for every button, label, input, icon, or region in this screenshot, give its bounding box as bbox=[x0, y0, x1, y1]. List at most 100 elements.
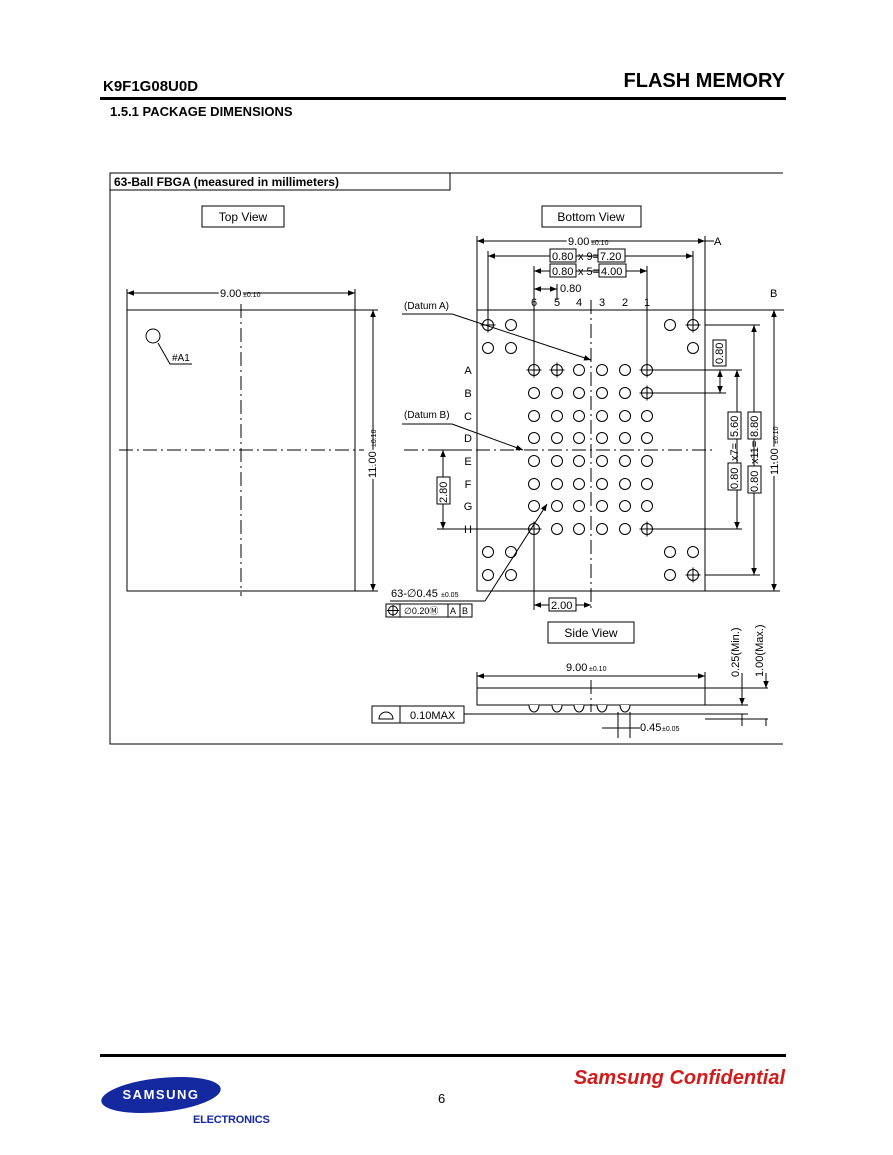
solder-ball bbox=[641, 478, 653, 490]
figure-frame bbox=[109, 172, 783, 745]
dim-720-value: 7.20 bbox=[600, 251, 621, 263]
standoff-min: 0.25(Min.) bbox=[730, 627, 742, 677]
solder-ball bbox=[573, 478, 585, 490]
solder-ball bbox=[573, 364, 585, 376]
bottom-height-value: 11.00 bbox=[769, 448, 781, 475]
x9-text: x 9= bbox=[578, 251, 599, 263]
ball-row-label: D bbox=[464, 433, 472, 445]
solder-ball bbox=[505, 569, 517, 581]
top-width-tol: ±0.10 bbox=[243, 292, 261, 299]
solder-ball bbox=[596, 523, 608, 535]
datum-a-label: (Datum A) bbox=[404, 301, 449, 312]
side-width-tol: ±0.10 bbox=[589, 666, 607, 673]
side-view-label-box bbox=[547, 621, 635, 644]
solder-ball bbox=[482, 342, 494, 354]
footer-rule bbox=[100, 1054, 786, 1057]
solder-ball bbox=[596, 432, 608, 444]
solder-ball bbox=[482, 569, 494, 581]
section-title: 1.5.1 PACKAGE DIMENSIONS bbox=[110, 104, 293, 119]
pitch-x11-value: 0.80 bbox=[749, 471, 761, 492]
x5-text: x 5= bbox=[578, 266, 599, 278]
side-solder-ball bbox=[528, 704, 540, 713]
ball-row-label: F bbox=[465, 479, 472, 491]
pitch-x5-value: 0.80 bbox=[552, 266, 573, 278]
part-number: K9F1G08U0D bbox=[103, 78, 199, 95]
solder-ball bbox=[619, 523, 631, 535]
solder-ball bbox=[596, 387, 608, 399]
ball-spec-value: 63-∅0.45 bbox=[391, 588, 438, 600]
top-height-value: 11.00 bbox=[367, 451, 379, 478]
solder-ball bbox=[551, 500, 563, 512]
solder-ball bbox=[551, 387, 563, 399]
solder-ball bbox=[619, 478, 631, 490]
ball-row-label: B bbox=[464, 388, 471, 400]
pitch-x7-value: 0.80 bbox=[729, 468, 741, 489]
ball-column-label: 3 bbox=[599, 297, 605, 309]
solder-ball bbox=[641, 455, 653, 467]
solder-ball bbox=[505, 319, 517, 331]
solder-ball bbox=[596, 455, 608, 467]
page-number: 6 bbox=[438, 1091, 446, 1106]
ball-dia-tol: ±0.05 bbox=[662, 726, 680, 733]
solder-ball bbox=[619, 455, 631, 467]
ball-row-label: H bbox=[464, 524, 472, 536]
pitch-vert-value: 0.80 bbox=[714, 343, 726, 364]
figure-title: 63-Ball FBGA (measured in millimeters) bbox=[114, 175, 339, 189]
flatness-value: 0.10MAX bbox=[410, 710, 456, 722]
solder-ball bbox=[551, 455, 563, 467]
height-max: 1.00(Max.) bbox=[754, 624, 766, 677]
side-view-label: Side View bbox=[564, 626, 617, 640]
side-solder-ball bbox=[551, 704, 563, 713]
side-solder-ball bbox=[596, 704, 608, 713]
solder-ball bbox=[641, 410, 653, 422]
dim-560-value: 5.60 bbox=[729, 416, 741, 437]
ball-spec-tol: ±0.05 bbox=[441, 592, 459, 599]
solder-ball bbox=[619, 364, 631, 376]
datum-b-letter: B bbox=[770, 288, 777, 300]
solder-ball bbox=[664, 319, 676, 331]
solder-ball bbox=[528, 478, 540, 490]
solder-ball bbox=[573, 455, 585, 467]
solder-ball bbox=[619, 432, 631, 444]
solder-ball bbox=[573, 523, 585, 535]
solder-ball bbox=[551, 523, 563, 535]
ball-column-label: 1 bbox=[644, 297, 650, 309]
solder-ball bbox=[573, 387, 585, 399]
top-width-value: 9.00 bbox=[220, 288, 241, 300]
confidential-label: Samsung Confidential bbox=[573, 1067, 785, 1089]
top-view-label-box bbox=[201, 205, 285, 228]
tolerance-dia: ∅0.20Ⓜ bbox=[404, 606, 438, 616]
datum-a-letter: A bbox=[714, 236, 722, 248]
solder-ball bbox=[573, 500, 585, 512]
solder-ball bbox=[573, 410, 585, 422]
bottom-width-value: 9.00 bbox=[568, 236, 589, 248]
solder-ball bbox=[528, 455, 540, 467]
pitch-horiz-value: 0.80 bbox=[560, 283, 581, 295]
ball-column-label: 6 bbox=[531, 297, 537, 309]
solder-ball bbox=[528, 500, 540, 512]
ball-row-label: C bbox=[464, 411, 472, 423]
bottom-view-label: Bottom View bbox=[557, 210, 624, 224]
solder-ball bbox=[687, 342, 699, 354]
dim-280-value: 2.80 bbox=[438, 482, 450, 503]
solder-ball bbox=[641, 500, 653, 512]
ball-row-label: E bbox=[464, 456, 471, 468]
ball-row-label: A bbox=[464, 365, 472, 377]
solder-ball bbox=[664, 546, 676, 558]
figure-title-box bbox=[109, 172, 451, 191]
header-rule bbox=[100, 97, 786, 100]
dim-400-value: 4.00 bbox=[601, 266, 622, 278]
solder-ball bbox=[596, 410, 608, 422]
side-solder-ball bbox=[573, 704, 585, 713]
solder-ball bbox=[505, 342, 517, 354]
solder-ball bbox=[619, 410, 631, 422]
top-view-label: Top View bbox=[219, 210, 268, 224]
bottom-width-tol: ±0.10 bbox=[591, 240, 609, 247]
solder-ball bbox=[482, 546, 494, 558]
dim-880-value: 8.80 bbox=[749, 416, 761, 437]
logo-subtitle: ELECTRONICS bbox=[193, 1114, 270, 1126]
solder-ball bbox=[573, 432, 585, 444]
solder-ball bbox=[505, 546, 517, 558]
solder-ball bbox=[551, 410, 563, 422]
